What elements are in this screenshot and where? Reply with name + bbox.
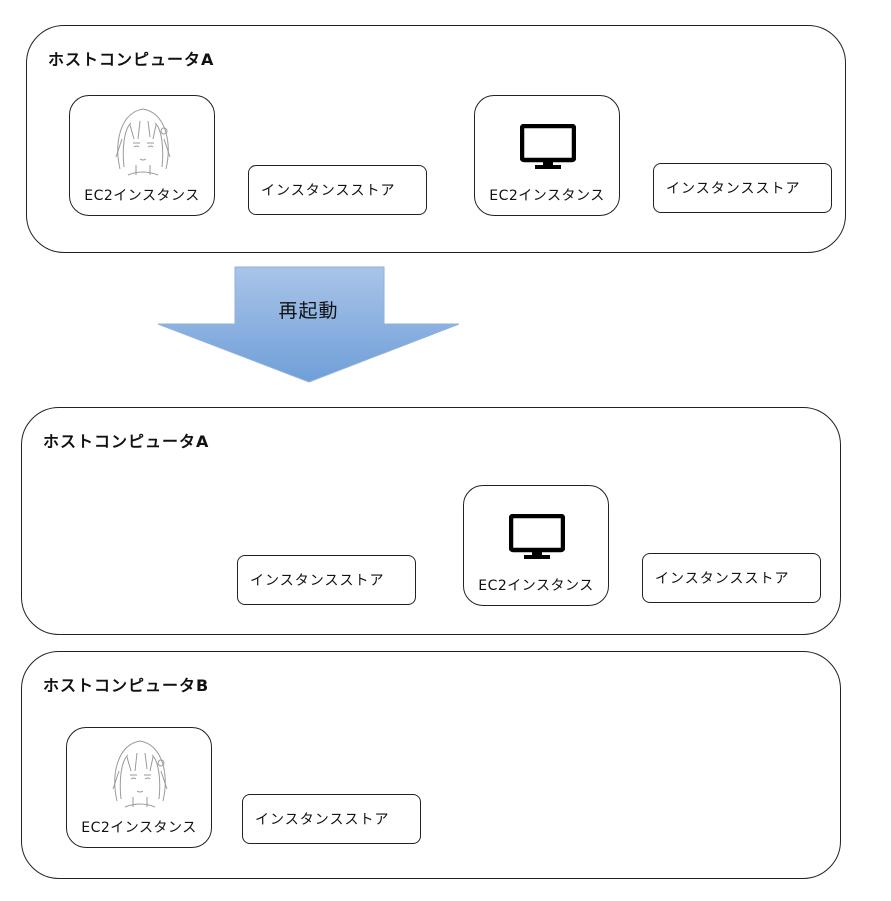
character-sketch-icon — [112, 740, 168, 808]
instance-label: EC2インスタンス — [84, 188, 200, 204]
instance-label: EC2インスタンス — [478, 578, 594, 594]
instance-label: EC2インスタンス — [489, 188, 605, 204]
down-arrow-icon — [157, 266, 460, 383]
instance-store-label: インスタンスストア — [250, 573, 385, 589]
instance-store-box: インスタンスストア — [653, 163, 832, 213]
instance-store-label: インスタンスストア — [255, 812, 390, 828]
instance-store-box: インスタンスストア — [642, 553, 821, 603]
instance-store-box: インスタンスストア — [248, 165, 427, 215]
host-title: ホストコンピュータA — [43, 432, 210, 451]
ec2-instance-character: EC2インスタンス — [66, 727, 212, 848]
host-title: ホストコンピュータB — [43, 676, 210, 695]
character-sketch-icon — [115, 108, 171, 176]
ec2-instance-character: EC2インスタンス — [69, 95, 215, 216]
instance-label: EC2インスタンス — [81, 820, 197, 836]
ec2-instance-monitor: EC2インスタンス — [463, 485, 609, 606]
instance-store-label: インスタンスストア — [261, 183, 396, 199]
monitor-icon — [509, 514, 565, 559]
instance-store-label: インスタンスストア — [655, 571, 790, 587]
reboot-arrow: 再起動 — [157, 266, 460, 383]
ec2-instance-monitor: EC2インスタンス — [474, 95, 620, 216]
instance-store-box: インスタンスストア — [237, 555, 416, 605]
instance-store-label: インスタンスストア — [666, 181, 801, 197]
host-title: ホストコンピュータA — [48, 50, 215, 69]
monitor-icon — [520, 124, 576, 169]
reboot-label: 再起動 — [278, 300, 339, 322]
instance-store-box: インスタンスストア — [242, 794, 421, 844]
